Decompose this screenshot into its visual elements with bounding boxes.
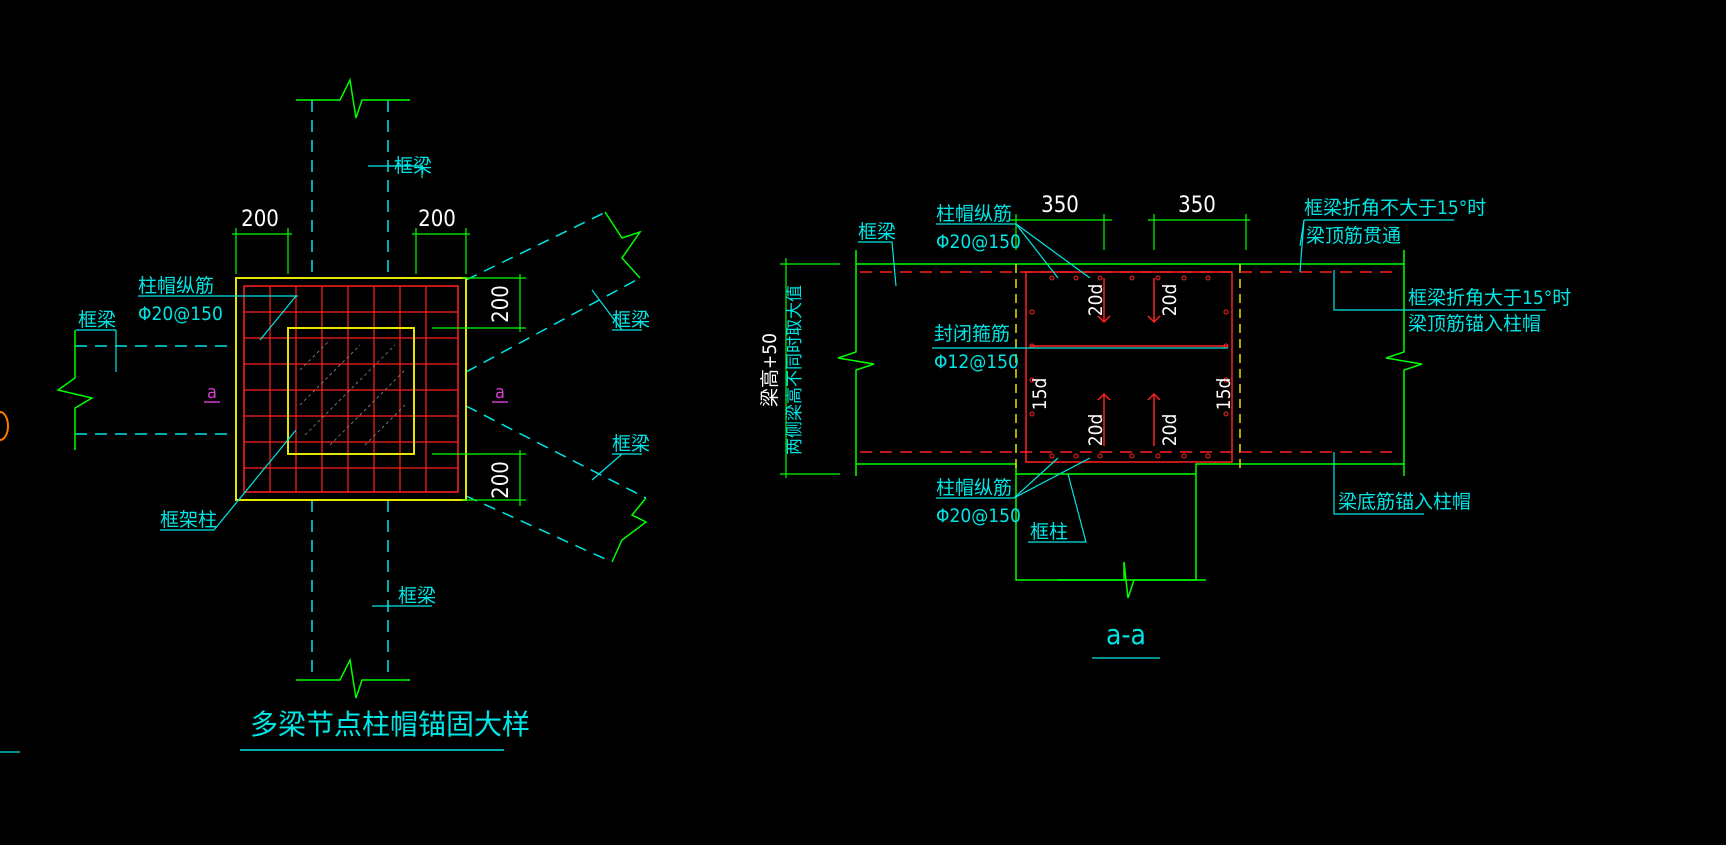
label-frame-beam-upper-right: 框梁 bbox=[612, 309, 650, 331]
dim-right-lower-value: 200 bbox=[489, 461, 514, 499]
upper-right-frame-beam bbox=[465, 209, 642, 373]
note-le15-line1: 框梁折角不大于15°时 bbox=[1304, 197, 1486, 219]
label-cap-rebar-name: 柱帽纵筋 bbox=[138, 275, 214, 297]
column-cap-inner bbox=[243, 285, 459, 493]
dim-section-top-left: 350 bbox=[1041, 193, 1079, 218]
section-title: a-a bbox=[1106, 618, 1146, 651]
section-mark-left: a bbox=[207, 382, 217, 403]
label-frame-column: 框架柱 bbox=[160, 509, 217, 531]
section-cap-dashed bbox=[1015, 264, 1241, 474]
dim-right bbox=[432, 274, 526, 506]
note-gt15-line1: 框梁折角大于15°时 bbox=[1408, 287, 1571, 309]
section-rebar-dots bbox=[1029, 275, 1229, 459]
dim-right-upper-value: 200 bbox=[489, 285, 514, 323]
section-label-closed-stirrup-spec: Φ12@150 bbox=[934, 351, 1019, 373]
note-le15-line2: 梁顶筋贯通 bbox=[1306, 225, 1401, 247]
section-leaders bbox=[858, 219, 1546, 659]
plan-leaders bbox=[0, 165, 642, 753]
section-label-closed-stirrup-name: 封闭箍筋 bbox=[934, 323, 1010, 345]
left-frame-beam bbox=[56, 330, 236, 450]
anchorage-upper-left: 20d bbox=[1085, 284, 1107, 317]
label-height-line2: 两侧梁高不同时取大值 bbox=[785, 285, 805, 455]
anchorage-lower-left: 20d bbox=[1085, 414, 1107, 447]
section-label-frame-column: 框柱 bbox=[1030, 521, 1068, 543]
anchorage-upper-right: 20d bbox=[1159, 284, 1181, 317]
note-bottom-bar: 梁底筋锚入柱帽 bbox=[1338, 491, 1471, 513]
top-frame-beam bbox=[296, 77, 410, 278]
section-rebar bbox=[860, 271, 1400, 463]
section-view: 梁高+50 两侧梁高不同时取大值 350 350 20d 20d 20d 20d… bbox=[759, 193, 1571, 659]
section-label-cap-rebar-bottom-spec: Φ20@150 bbox=[936, 505, 1021, 527]
column-cap-outer bbox=[235, 277, 467, 501]
dim-section-top bbox=[1010, 214, 1250, 250]
label-height-line1: 梁高+50 bbox=[759, 333, 781, 407]
stray-mark bbox=[0, 411, 9, 441]
note-gt15-line2: 梁顶筋锚入柱帽 bbox=[1408, 313, 1541, 335]
label-frame-beam-left: 框梁 bbox=[78, 309, 116, 331]
dim-top-left-value: 200 bbox=[241, 207, 279, 232]
section-label-cap-rebar-top-spec: Φ20@150 bbox=[936, 231, 1021, 253]
cap-rebar-grid bbox=[244, 286, 458, 492]
plan-title: 多梁节点柱帽锚固大样 bbox=[250, 708, 530, 741]
label-frame-beam-top: 框梁 bbox=[394, 155, 432, 177]
bottom-frame-beam bbox=[296, 500, 410, 699]
section-mark-right: a bbox=[495, 382, 505, 403]
dim-top-right-value: 200 bbox=[418, 207, 456, 232]
dim-section-top-right: 350 bbox=[1178, 193, 1216, 218]
lower-right-frame-beam bbox=[465, 405, 648, 563]
frame-column bbox=[287, 327, 415, 455]
section-label-cap-rebar-top-name: 柱帽纵筋 bbox=[936, 203, 1012, 225]
section-outline bbox=[837, 250, 1423, 599]
label-frame-beam-bottom: 框梁 bbox=[398, 585, 436, 607]
anchorage-side-right: 15d bbox=[1213, 378, 1235, 411]
anchorage-side-left: 15d bbox=[1029, 378, 1051, 411]
section-label-frame-beam: 框梁 bbox=[858, 221, 896, 243]
anchorage-lower-right: 20d bbox=[1159, 414, 1181, 447]
dim-height bbox=[780, 258, 840, 478]
label-cap-rebar-spec: Φ20@150 bbox=[138, 303, 223, 325]
dim-top bbox=[232, 228, 470, 274]
label-frame-beam-lower-right: 框梁 bbox=[612, 433, 650, 455]
plan-view: 200 200 200 200 框梁 bbox=[0, 77, 650, 753]
section-label-cap-rebar-bottom-name: 柱帽纵筋 bbox=[936, 477, 1012, 499]
